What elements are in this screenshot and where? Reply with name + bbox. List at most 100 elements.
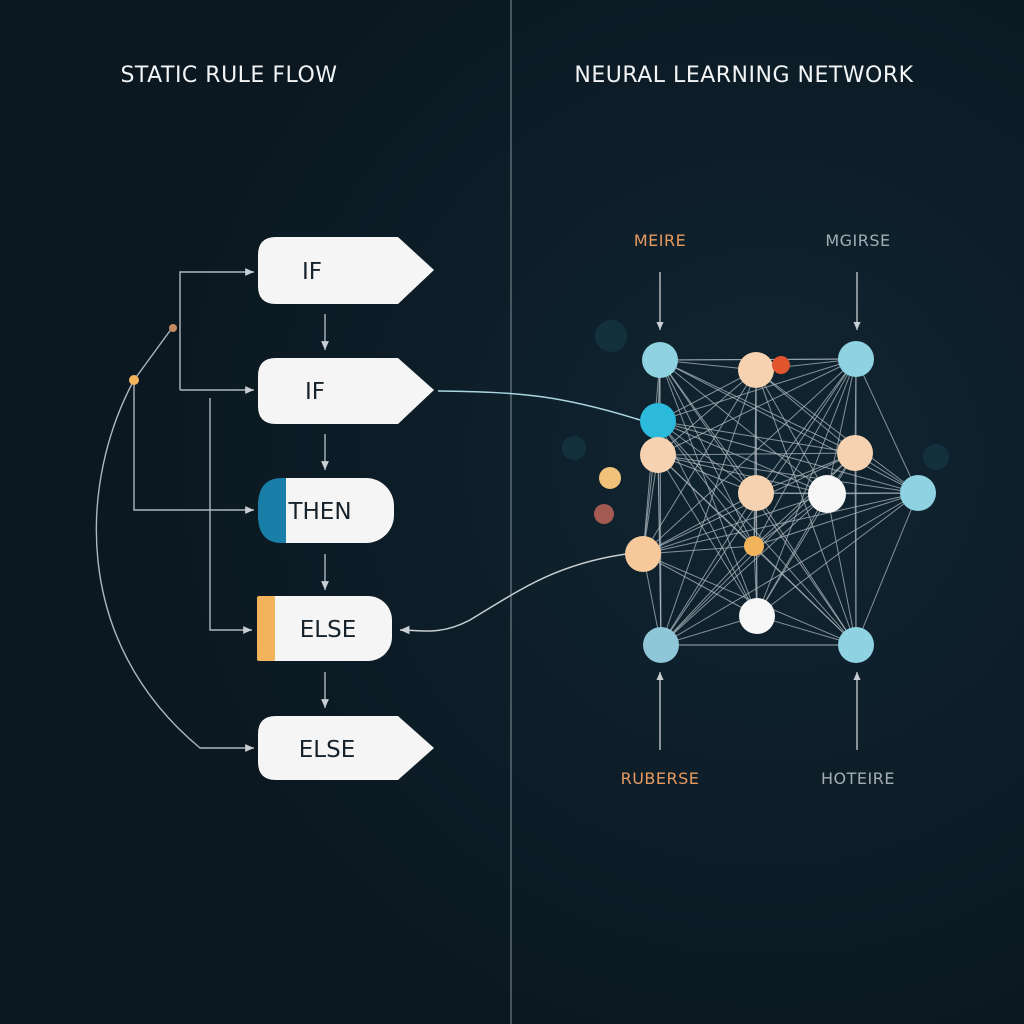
node-small-brown [594, 504, 614, 524]
node-hidden-left [640, 437, 676, 473]
network-edge-86 [753, 545, 857, 646]
node-small-center [744, 536, 764, 556]
network-edge-51 [657, 454, 758, 617]
network-edge-64 [642, 492, 757, 555]
network-edge-18 [755, 369, 828, 495]
node-output-2 [838, 627, 874, 663]
network-nodes [594, 341, 936, 663]
flow-dot-orange [129, 375, 139, 385]
network-edge-36 [657, 420, 856, 454]
flow-dot-brown [169, 324, 177, 332]
network-edge-79 [855, 492, 919, 646]
node-white-2 [739, 598, 775, 634]
network-edge-30 [855, 358, 919, 494]
node-small-orange [599, 467, 621, 489]
link-network-to-else [399, 551, 644, 635]
link-if-to-network [437, 390, 641, 421]
network-edge-83 [642, 553, 857, 646]
rule-block-else-1: ELSE [257, 596, 392, 661]
network-edge-45 [657, 452, 856, 456]
node-lower-left [625, 536, 661, 572]
network-edge-14 [657, 369, 757, 422]
rule-block-else-2: ELSE [258, 716, 434, 780]
right-panel-title: NEURAL LEARNING NETWORK [574, 63, 913, 88]
then-accent-cap [258, 478, 286, 543]
network-edge-74 [826, 493, 857, 646]
network-edge-24 [755, 369, 857, 646]
output-label-1: RUBERSE [621, 769, 700, 788]
node-input-1 [642, 342, 678, 378]
network-edge-23 [660, 369, 757, 646]
rule-block-else-1-label: ELSE [300, 617, 356, 643]
rule-block-then-label: THEN [287, 499, 351, 525]
network-edge-44 [657, 420, 857, 646]
network-edge-10 [659, 359, 758, 617]
feed-line-else-2 [95, 379, 254, 752]
bg-dot-3 [923, 444, 949, 470]
network-edge-29 [826, 358, 857, 495]
network-edge-33 [756, 358, 857, 617]
node-center [738, 475, 774, 511]
output-label-2: HOTEIRE [821, 769, 895, 788]
network-edge-41 [657, 420, 755, 547]
network-edge-25 [657, 358, 857, 422]
network-edge-72 [756, 493, 828, 617]
network-edge-67 [660, 492, 757, 646]
rule-block-else-2-label: ELSE [299, 737, 355, 763]
network-edge-68 [755, 492, 857, 646]
node-white-1 [808, 475, 846, 513]
rule-flow-connectors [95, 268, 329, 752]
input-label-1: MEIRE [634, 231, 686, 250]
network-edge-47 [657, 454, 828, 495]
network-edge-9 [659, 359, 755, 547]
network-edge-6 [659, 359, 828, 495]
cross-panel-links [399, 390, 644, 635]
network-edge-78 [660, 492, 919, 646]
dot-link [133, 327, 173, 381]
node-hidden-right [837, 435, 873, 471]
network-edge-70 [642, 493, 828, 555]
rule-block-if-2-label: IF [305, 379, 325, 405]
network-edge-81 [642, 553, 758, 617]
network-edge-61 [854, 452, 857, 646]
rule-block-if-1: IF [258, 237, 434, 304]
network-edge-75 [642, 492, 919, 555]
network-edge-76 [753, 492, 919, 547]
network-edge-5 [659, 359, 757, 494]
rule-block-if-1-label: IF [302, 259, 322, 285]
node-active [640, 403, 676, 439]
node-output-1 [643, 627, 679, 663]
network-edge-7 [659, 359, 919, 494]
network-edge-48 [657, 454, 919, 494]
network-edge-77 [756, 492, 919, 617]
node-hidden-top [738, 352, 774, 388]
feed-line-if-1 [179, 268, 254, 390]
network-edge-37 [657, 420, 757, 494]
network-edge-19 [755, 369, 919, 494]
else-accent-tab [257, 596, 275, 661]
network-edge-39 [657, 420, 919, 494]
network-edge-85 [660, 545, 755, 646]
node-input-2 [838, 341, 874, 377]
network-edge-80 [642, 545, 755, 555]
bg-dot-2 [562, 436, 586, 460]
network-edge-58 [753, 452, 856, 547]
input-label-2: MGIRSE [825, 231, 890, 250]
network-edge-20 [642, 369, 757, 555]
rule-block-then: THEN [258, 478, 394, 543]
network-edge-15 [657, 369, 757, 456]
left-panel-title: STATIC RULE FLOW [120, 63, 337, 88]
node-small-red [772, 356, 790, 374]
feed-line-else-1 [209, 398, 252, 634]
network-edge-31 [642, 358, 857, 555]
node-far-right [900, 475, 936, 511]
io-arrows [656, 272, 861, 750]
bg-dot-1 [595, 320, 627, 352]
network-edge-38 [657, 420, 828, 495]
rule-block-if-2: IF [258, 358, 434, 424]
network-edge-32 [753, 358, 857, 547]
feed-line-then [133, 380, 254, 514]
